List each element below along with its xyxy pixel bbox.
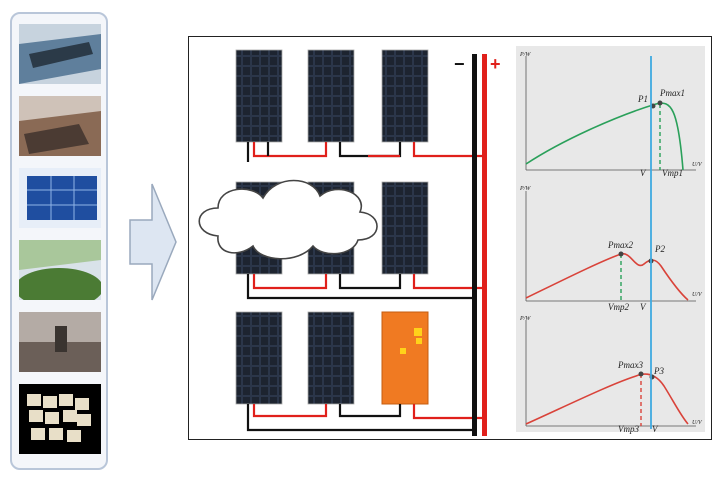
negative-bus-label: − [454, 54, 465, 74]
graph3-p-label: P3 [654, 366, 664, 376]
graph1-pmax-label: Pmax1 [660, 88, 685, 98]
solar-panel [235, 311, 283, 405]
positive-bus-label: + [490, 54, 501, 74]
chimney-shading-photo [19, 312, 101, 372]
pv-curves [525, 56, 696, 429]
graph2-x-axis-label: U/V [692, 292, 702, 298]
dusty-panels-photo [19, 96, 101, 156]
pv-curve-graph-2 [525, 191, 696, 302]
graph2-y-axis-label: P/W [520, 186, 531, 192]
graph3-pmax-label: Pmax3 [618, 360, 643, 370]
positive-bus [482, 54, 487, 436]
blue-array-photo [19, 168, 101, 228]
graph1-v-label: V [640, 168, 646, 178]
graph2-pmax-label: Pmax2 [608, 240, 633, 250]
negative-bus [472, 54, 477, 436]
solar-panel [381, 49, 429, 143]
pv-curves-panel [516, 46, 705, 432]
flow-arrow [128, 182, 178, 307]
fault-photo-strip [10, 12, 108, 470]
cloud-shading [198, 179, 378, 260]
bird-droppings-panels-photo [19, 24, 101, 84]
graph3-y-axis-label: P/W [520, 316, 531, 322]
graph3-x-axis-label: U/V [692, 420, 702, 426]
solar-panel [235, 49, 283, 143]
solar-panel [307, 49, 355, 143]
hotspot [400, 348, 406, 354]
hotspot [416, 338, 422, 344]
vegetation-shading-photo [19, 240, 101, 300]
graph1-vmp-label: Vmp1 [662, 168, 683, 178]
pv-strings [198, 49, 487, 436]
graph1-y-axis-label: P/W [520, 52, 531, 58]
pv-curve-graph-3 [525, 320, 696, 427]
thermal-image [19, 384, 101, 454]
graph1-p-label: P1 [638, 94, 648, 104]
pv-curve-graph-1 [525, 56, 696, 171]
graph3-v-label: V [652, 424, 658, 434]
graph2-vmp-label: Vmp2 [608, 302, 629, 312]
solar-panel [307, 311, 355, 405]
faulty-solar-panel [381, 311, 429, 405]
hotspot [414, 328, 422, 336]
graph2-p-label: P2 [655, 244, 665, 254]
graph3-vmp-label: Vmp3 [618, 424, 639, 434]
solar-panel [381, 181, 429, 275]
graph2-v-label: V [640, 302, 646, 312]
graph1-x-axis-label: U/V [692, 162, 702, 168]
